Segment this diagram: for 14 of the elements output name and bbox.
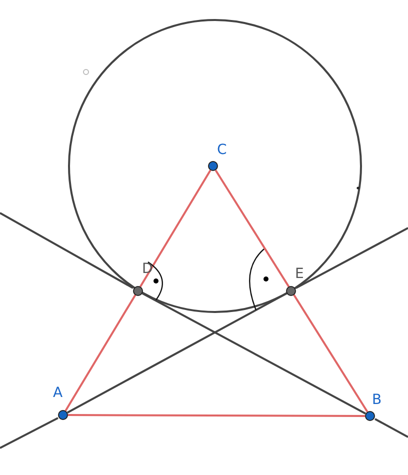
point [133,286,143,296]
line-segment [214,170,368,412]
line-segment [68,414,365,417]
point [208,161,218,171]
point-label: C [217,142,227,158]
point [365,411,375,421]
point-label: B [372,392,382,408]
point-label: E [295,266,304,282]
point [286,286,296,296]
line-segment [64,170,212,412]
point-label: A [53,385,63,401]
line-segment [66,292,288,414]
line-segment [142,292,366,415]
point [58,410,68,420]
